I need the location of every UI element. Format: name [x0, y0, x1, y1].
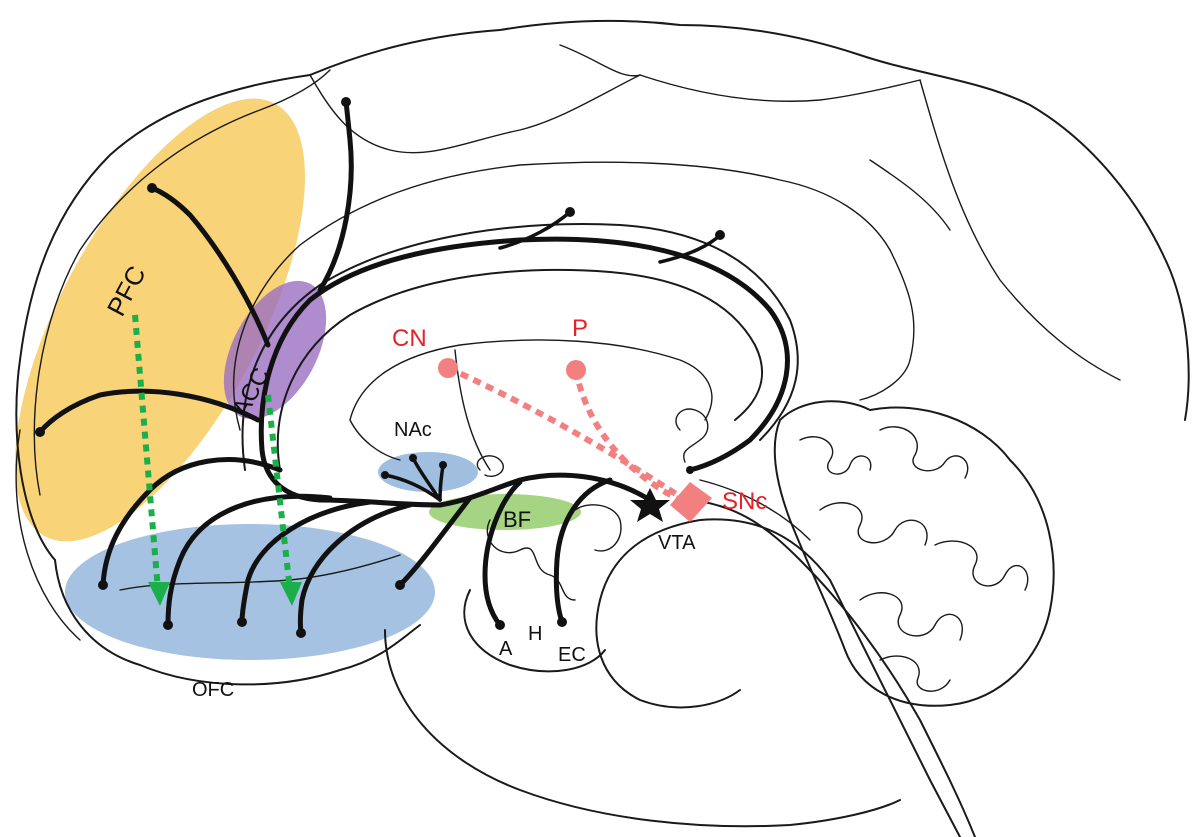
- cerebellum-folia-2: [880, 427, 968, 478]
- label-vta: VTA: [658, 532, 696, 554]
- cerebellum-folia-1: [800, 437, 871, 474]
- pituitary-fold: [575, 505, 621, 551]
- temporal-outline: [385, 630, 900, 826]
- gyrus-line-7: [870, 160, 950, 230]
- corpus-callosum-upper: [243, 224, 798, 470]
- gyrus-line-5: [860, 250, 914, 400]
- label-ec: EC: [558, 644, 586, 666]
- label-bf: BF: [503, 507, 531, 532]
- brainstem-front: [600, 519, 960, 837]
- brainstem-back: [690, 500, 975, 837]
- p-source-dot: [566, 360, 586, 380]
- cerebellum: [775, 401, 1054, 705]
- dot-icon: [237, 617, 247, 627]
- pathway-to-top-cortex: [320, 102, 351, 290]
- corpus-callosum-lower: [278, 270, 762, 470]
- dot-icon: [147, 183, 157, 193]
- dot-icon: [439, 461, 447, 469]
- cerebellum-folia-5: [860, 593, 962, 640]
- pons-outline: [596, 600, 740, 707]
- dot-icon: [409, 454, 417, 462]
- dot-icon: [686, 466, 694, 474]
- snc-marker: [670, 482, 712, 522]
- fornix-line: [350, 340, 712, 420]
- ofc-region: [65, 524, 435, 660]
- cn-projection: [448, 368, 685, 500]
- cn-source-dot: [438, 358, 458, 378]
- optic-folds: [477, 456, 503, 476]
- label-ofc: OFC: [192, 679, 234, 701]
- label-cn: CN: [392, 325, 427, 352]
- pineal-fold: [676, 409, 708, 462]
- cerebellum-outline: [775, 401, 1054, 705]
- thalamus-line: [455, 350, 490, 470]
- dot-icon: [557, 617, 567, 627]
- main-pathway-trunk: [261, 239, 787, 505]
- dot-icon: [395, 580, 405, 590]
- gyrus-line-2: [234, 162, 890, 430]
- dot-icon: [341, 97, 351, 107]
- gyrus-line-3: [310, 75, 640, 153]
- dot-icon: [296, 628, 306, 638]
- p-projection: [576, 370, 680, 500]
- label-a: A: [499, 638, 513, 660]
- septum-line: [350, 420, 400, 460]
- label-h: H: [528, 623, 542, 645]
- label-snc: SNc: [722, 488, 767, 515]
- dot-icon: [715, 230, 725, 240]
- cerebellum-folia-3: [820, 503, 927, 545]
- dot-icon: [163, 620, 173, 630]
- cerebellum-folia-4: [935, 541, 1028, 590]
- label-nac: NAc: [394, 419, 432, 441]
- gyrus-line-8: [560, 45, 640, 76]
- dot-icon: [495, 620, 505, 630]
- dot-icon: [35, 427, 45, 437]
- label-p: P: [572, 315, 588, 342]
- dot-icon: [565, 207, 575, 217]
- gyrus-line-4: [640, 75, 920, 101]
- dot-icon: [98, 580, 108, 590]
- dot-icon: [381, 471, 389, 479]
